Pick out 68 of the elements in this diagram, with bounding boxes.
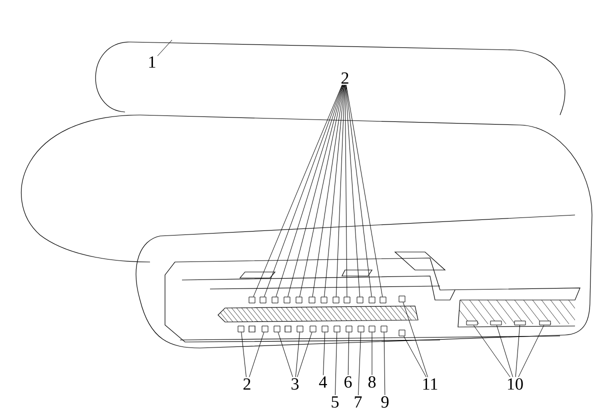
leader-line <box>402 302 428 378</box>
leader-line <box>312 84 344 297</box>
callout-number: 10 <box>508 378 523 390</box>
callout-number: 5 <box>332 396 339 408</box>
leader-line <box>334 332 338 396</box>
contact <box>514 320 526 326</box>
pin <box>346 326 352 332</box>
pin <box>274 326 280 332</box>
pin <box>296 326 304 332</box>
leader-line <box>295 332 300 378</box>
leader-line <box>404 336 426 378</box>
leader-line <box>345 84 360 297</box>
leader-line <box>288 84 344 297</box>
pin <box>332 296 340 304</box>
leader-line <box>346 84 383 297</box>
pin <box>272 296 278 304</box>
leader-line <box>518 325 544 378</box>
pin <box>320 296 328 304</box>
callout-number: 3 <box>292 378 299 390</box>
pin <box>344 296 350 304</box>
pin <box>262 326 268 332</box>
pin <box>260 296 266 304</box>
callout-number: 11 <box>423 378 438 390</box>
leader-line <box>336 84 345 297</box>
pin <box>356 296 364 304</box>
leader-line <box>346 84 372 297</box>
callout-number: 4 <box>319 376 327 388</box>
pin <box>398 296 406 302</box>
leader-line <box>157 40 172 56</box>
pin <box>368 296 376 304</box>
leader-line <box>324 84 345 297</box>
callout-number: 6 <box>344 376 352 388</box>
contact <box>539 320 551 326</box>
callout-number: 2 <box>244 378 250 390</box>
callout-number: 2 <box>342 72 348 84</box>
pin <box>308 296 316 304</box>
leader-line <box>278 332 293 378</box>
callout-number: 8 <box>368 376 376 388</box>
leader-line <box>276 84 344 297</box>
leader-line <box>241 332 246 378</box>
contact <box>466 320 478 326</box>
leader-line <box>473 325 510 378</box>
contact <box>490 320 502 326</box>
leader-line <box>249 332 264 378</box>
pin <box>322 326 328 332</box>
leader-line <box>344 84 348 297</box>
leader-line <box>515 325 520 378</box>
pin <box>310 326 316 332</box>
leader-line <box>348 332 350 376</box>
leader-line <box>299 84 344 297</box>
pin <box>380 326 388 332</box>
pin <box>248 296 256 304</box>
pin <box>368 326 376 332</box>
callout-number: 1 <box>149 56 156 68</box>
leader-line <box>297 332 312 378</box>
pin <box>296 296 302 304</box>
callout-number: 9 <box>381 396 389 408</box>
leader-line <box>323 332 326 376</box>
pin <box>284 296 290 304</box>
pin <box>398 330 406 336</box>
leader-line <box>358 332 362 396</box>
callout-number: 7 <box>354 396 362 408</box>
pin <box>238 326 244 332</box>
pin <box>380 296 386 304</box>
leader-line <box>384 332 386 396</box>
leader-line <box>496 325 514 378</box>
pin <box>358 326 364 332</box>
pin <box>334 326 340 332</box>
